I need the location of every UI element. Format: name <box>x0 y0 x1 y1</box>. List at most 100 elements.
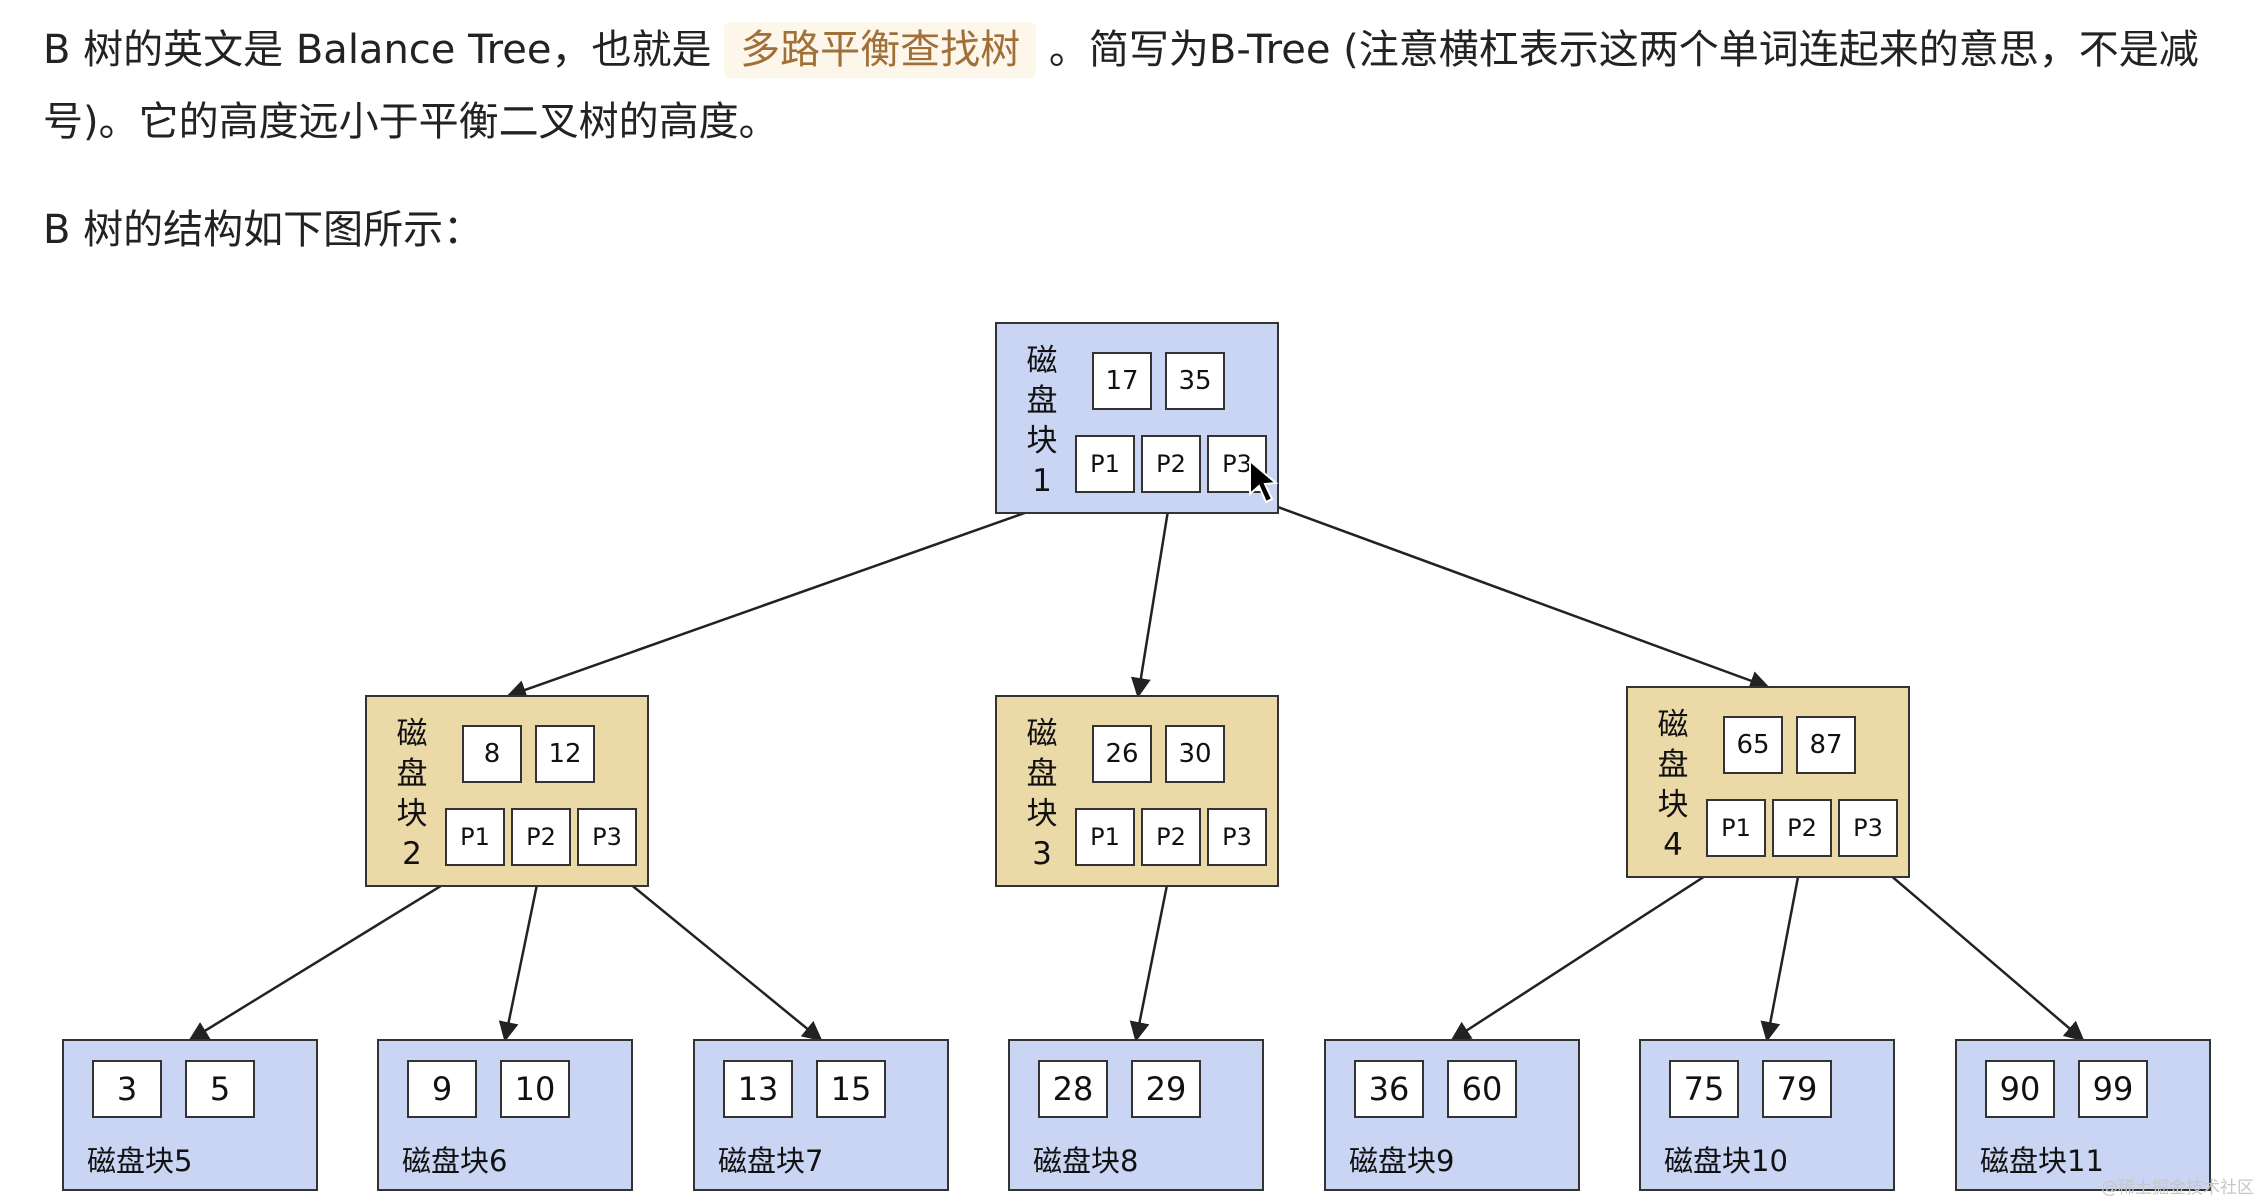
key-value: 87 <box>1809 730 1842 760</box>
node-label-char: 磁 <box>1027 716 1058 752</box>
key-cell <box>1092 352 1152 410</box>
key-cell <box>1985 1060 2055 1118</box>
pointer-cell <box>1207 808 1267 866</box>
key-value: 26 <box>1105 739 1138 769</box>
node-label-char: 磁 <box>1658 707 1689 743</box>
key-cell <box>1723 716 1783 774</box>
pointer-cell <box>1706 799 1766 857</box>
leaf-label: 磁盘块6 <box>402 1144 507 1178</box>
pointer-label: P1 <box>1090 823 1120 851</box>
key-cell <box>1092 725 1152 783</box>
node-label-char: 块 <box>1658 787 1689 823</box>
intro-paragraph: B 树的英文是 Balance Tree，也就是 多路平衡查找树 。简写为B-T… <box>43 14 2223 158</box>
key-value: 30 <box>1178 739 1211 769</box>
node-label-char: 块 <box>1027 796 1058 832</box>
pointer-cell <box>1075 435 1135 493</box>
leaf-disk-block-6: 9 10 磁盘块6 <box>377 1039 633 1191</box>
key-cell <box>1165 725 1225 783</box>
pointer-cell <box>577 808 637 866</box>
pointer-label: P3 <box>592 823 622 851</box>
key-cell <box>1762 1060 1832 1118</box>
node-label-char: 3 <box>1032 836 1052 872</box>
key-value: 35 <box>1178 366 1211 396</box>
edge-block3-p2 <box>1129 864 1173 1042</box>
node-label-char: 1 <box>1032 463 1052 499</box>
pointer-label: P1 <box>1721 814 1751 842</box>
key-cell <box>1131 1060 1201 1118</box>
key-cell <box>1669 1060 1739 1118</box>
node-label-char: 盘 <box>1027 383 1058 419</box>
edge-root-p1 <box>506 486 1096 700</box>
structure-paragraph: B 树的结构如下图所示： <box>43 207 484 253</box>
pointer-cell <box>1141 808 1201 866</box>
key-value: 36 <box>1369 1070 1410 1108</box>
intro-text-b: 。简写为B-Tree (注意横杠表示这两个单词连起来的意思，不是减号)。它的高度… <box>43 27 2199 145</box>
key-cell <box>723 1060 793 1118</box>
key-cell <box>462 725 522 783</box>
pointer-label: P1 <box>1090 450 1120 478</box>
node-label-char: 盘 <box>1027 756 1058 792</box>
tree-edges <box>188 486 2085 1042</box>
key-value: 9 <box>432 1070 452 1108</box>
node-label-char: 块 <box>397 796 428 832</box>
pointer-label: P2 <box>526 823 556 851</box>
node-label-char: 盘 <box>397 756 428 792</box>
edge-root-p3 <box>1236 490 1770 691</box>
edge-block4-p2 <box>1760 855 1804 1042</box>
edge-block2-p3 <box>606 864 823 1042</box>
key-cell <box>1038 1060 1108 1118</box>
key-value: 17 <box>1105 366 1138 396</box>
pointer-label: P2 <box>1787 814 1817 842</box>
key-cell <box>185 1060 255 1118</box>
key-value: 99 <box>2093 1070 2134 1108</box>
key-value: 75 <box>1684 1070 1725 1108</box>
edge-block4-p3 <box>1867 855 2085 1042</box>
key-cell <box>92 1060 162 1118</box>
key-value: 3 <box>117 1070 137 1108</box>
key-value: 29 <box>1146 1070 1187 1108</box>
leaf-disk-block-7: 13 15 磁盘块7 <box>693 1039 949 1191</box>
leaf-label: 磁盘块8 <box>1033 1144 1138 1178</box>
node-label-char: 4 <box>1663 827 1683 863</box>
pointer-cell <box>511 808 571 866</box>
pointer-cell <box>1141 435 1201 493</box>
key-value: 79 <box>1777 1070 1818 1108</box>
pointer-cell <box>1772 799 1832 857</box>
key-value: 13 <box>738 1070 779 1108</box>
key-value: 65 <box>1736 730 1769 760</box>
pointer-label: P3 <box>1222 823 1252 851</box>
leaf-disk-block-8: 28 29 磁盘块8 <box>1008 1039 1264 1191</box>
node-label-char: 2 <box>402 836 422 872</box>
key-value: 28 <box>1053 1070 1094 1108</box>
highlight-term: 多路平衡查找树 <box>724 22 1037 78</box>
pointer-label: P1 <box>460 823 490 851</box>
key-value: 10 <box>515 1070 556 1108</box>
key-value: 8 <box>484 739 501 769</box>
node-label-char: 盘 <box>1658 747 1689 783</box>
key-cell <box>1354 1060 1424 1118</box>
leaf-label: 磁盘块9 <box>1349 1144 1454 1178</box>
key-cell <box>2078 1060 2148 1118</box>
key-cell <box>1165 352 1225 410</box>
edge-block2-p2 <box>498 864 543 1042</box>
key-cell <box>1447 1060 1517 1118</box>
pointer-label: P2 <box>1156 450 1186 478</box>
key-value: 15 <box>831 1070 872 1108</box>
pointer-cell <box>1838 799 1898 857</box>
node-label-char: 块 <box>1027 423 1058 459</box>
key-cell <box>1796 716 1856 774</box>
key-value: 5 <box>210 1070 230 1108</box>
key-cell <box>500 1060 570 1118</box>
leaf-label: 磁盘块7 <box>718 1144 823 1178</box>
watermark: @稀土掘金技术社区 <box>2101 1178 2254 1198</box>
edge-block4-p1 <box>1450 854 1737 1042</box>
